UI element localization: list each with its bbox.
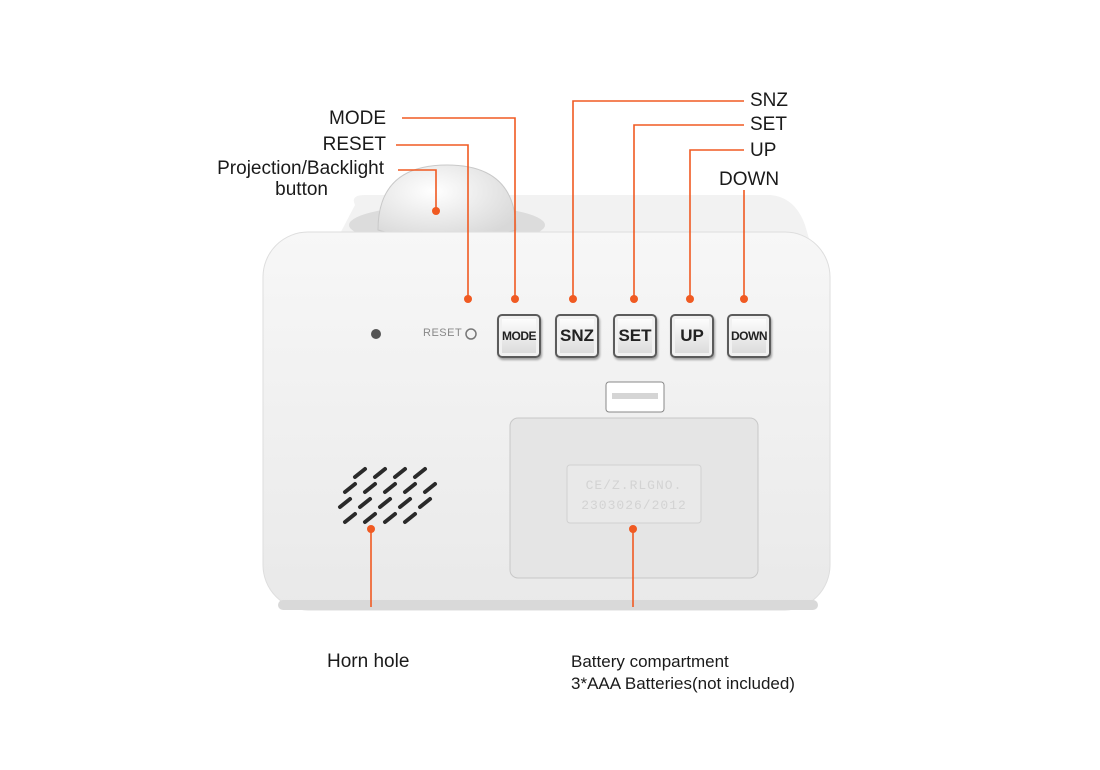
horn-hole-grille bbox=[338, 467, 437, 524]
device-bottom-shadow bbox=[278, 600, 818, 610]
dot-down bbox=[740, 295, 748, 303]
dot-mode bbox=[511, 295, 519, 303]
dot-horn bbox=[367, 525, 375, 533]
label-set: SET bbox=[750, 114, 787, 135]
reset-hole bbox=[465, 328, 477, 340]
grille-slot bbox=[383, 512, 397, 524]
label-reset: RESET bbox=[322, 134, 386, 155]
dot-up bbox=[686, 295, 694, 303]
grille-slot bbox=[343, 512, 357, 524]
grille-slot bbox=[418, 497, 432, 509]
battery-stamp-line2: 2303026/2012 bbox=[581, 498, 687, 513]
battery-stamp-plate bbox=[566, 464, 702, 524]
label-down: DOWN bbox=[719, 169, 780, 190]
leader-set bbox=[633, 124, 744, 298]
sensor-hole bbox=[371, 329, 381, 339]
dot-set bbox=[630, 295, 638, 303]
battery-stamp-line1: CE/Z.RLGNO. bbox=[585, 478, 683, 493]
leader-lines bbox=[370, 100, 745, 607]
set-button[interactable]: SET bbox=[613, 314, 657, 358]
leader-mode bbox=[402, 117, 516, 298]
grille-slot bbox=[403, 512, 417, 524]
dot-battery bbox=[629, 525, 637, 533]
grille-slot bbox=[398, 497, 412, 509]
projection-dome bbox=[377, 164, 517, 241]
up-button[interactable]: UP bbox=[670, 314, 714, 358]
leader-dots bbox=[367, 207, 748, 533]
grille-slot bbox=[363, 512, 377, 524]
leader-up bbox=[689, 149, 744, 298]
label-up: UP bbox=[750, 140, 777, 161]
grille-slot bbox=[358, 497, 372, 509]
label-battery-line2: 3*AAA Batteries(not included) bbox=[571, 674, 795, 693]
label-mode: MODE bbox=[329, 108, 386, 129]
grille-slot bbox=[403, 482, 417, 494]
mode-button[interactable]: MODE bbox=[497, 314, 541, 358]
grille-slot bbox=[353, 467, 367, 479]
dot-reset bbox=[464, 295, 472, 303]
leader-reset bbox=[396, 144, 469, 298]
dot-snz bbox=[569, 295, 577, 303]
leader-snz bbox=[572, 100, 744, 298]
grille-slot bbox=[413, 467, 427, 479]
grille-slot bbox=[363, 482, 377, 494]
label-horn-hole: Horn hole bbox=[327, 651, 410, 672]
grille-slot bbox=[423, 482, 437, 494]
down-button[interactable]: DOWN bbox=[727, 314, 771, 358]
grille-slot bbox=[383, 482, 397, 494]
grille-slot bbox=[373, 467, 387, 479]
label-projection-line2: button bbox=[275, 179, 328, 200]
snz-button[interactable]: SNZ bbox=[555, 314, 599, 358]
battery-latch-groove bbox=[612, 393, 658, 399]
grille-slot bbox=[343, 482, 357, 494]
label-snz: SNZ bbox=[750, 90, 788, 111]
label-projection-line1: Projection/Backlight bbox=[217, 158, 384, 179]
dot-projection bbox=[432, 207, 440, 215]
grille-slot bbox=[393, 467, 407, 479]
leader-projection bbox=[398, 169, 437, 210]
grille-slot bbox=[378, 497, 392, 509]
label-battery-line1: Battery compartment bbox=[571, 652, 729, 671]
reset-printed-label: RESET bbox=[423, 327, 463, 339]
grille-slot bbox=[338, 497, 352, 509]
